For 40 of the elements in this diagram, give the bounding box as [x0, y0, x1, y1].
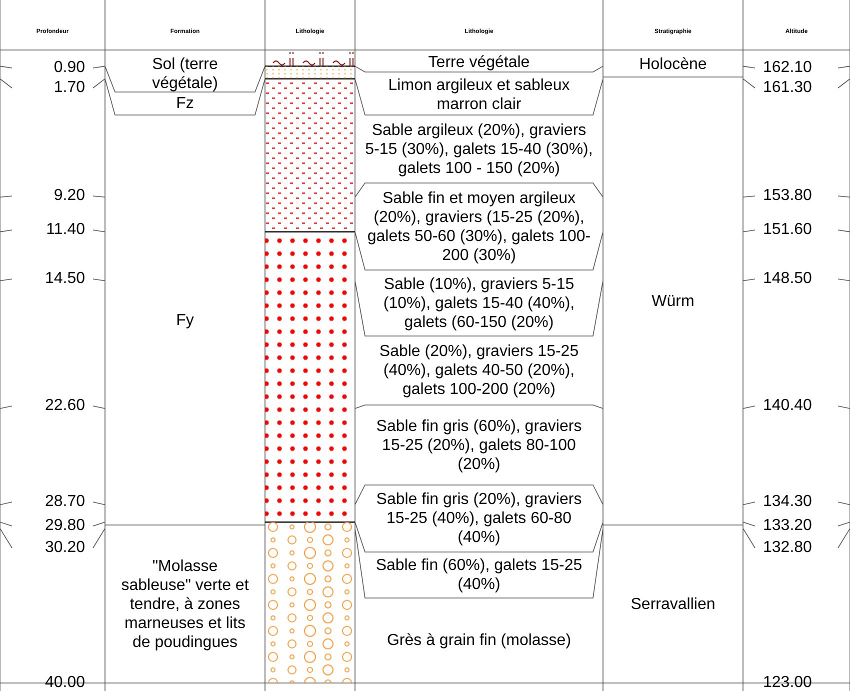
- altitude-value: 134.30: [763, 492, 812, 512]
- depth-value: 0.90: [54, 58, 85, 78]
- altitude-value: 151.60: [763, 220, 812, 240]
- silty-dash-pattern-band: [265, 78, 355, 232]
- lithology-description: Sable argileux (20%), graviers 5-15 (30%), galets 15-40 (30%), galets 100 - 150 (20%): [365, 120, 593, 178]
- lithology-description: Terre végétale: [428, 52, 530, 72]
- formation-text: "Molasse sableuse" verte et tendre, à zones marneuses et lits de poudingues: [120, 556, 250, 652]
- altitude-value: 162.10: [763, 58, 812, 78]
- depth-value: 9.20: [54, 186, 85, 206]
- depth-value: 1.70: [54, 78, 85, 98]
- lithology-description: Sable fin et moyen argileux (20%), graviers (15-25 (20%), galets 50-60 (30%), galets 100-200 (30%): [366, 188, 592, 264]
- altitude-value: 132.80: [763, 538, 812, 558]
- lithology-description: Sable fin gris (20%), graviers 15-25 (40%), galets 60-80 (40%): [375, 490, 583, 547]
- altitude-value: 140.40: [763, 396, 812, 416]
- stratigraphy-text: Holocène: [639, 55, 707, 74]
- altitude-value: 133.20: [763, 516, 812, 536]
- altitude-value: 161.30: [763, 78, 812, 98]
- altitude-value: 153.80: [763, 186, 812, 206]
- depth-value: 11.40: [46, 220, 85, 240]
- lithology-description: Sable (10%), graviers 5-15 (10%), galets 15-40 (40%), galets (60-150 (20%): [382, 274, 576, 332]
- depth-value: 40.00: [44, 673, 85, 691]
- depth-value: 28.70: [44, 492, 85, 512]
- lithology-description: Sable (20%), graviers 15-25 (40%), galets 40-50 (20%), galets 100-200 (20%): [378, 342, 580, 399]
- lithology-description: Sable fin (60%), galets 15-25 (40%): [374, 556, 584, 594]
- lithology-description: Limon argileux et sableux marron clair: [387, 76, 571, 114]
- formation-text: Sol (terre végétale): [151, 54, 219, 92]
- formation-text: Fz: [176, 94, 194, 113]
- stratigraphy-text: Serravallien: [630, 594, 716, 614]
- depth-value: 29.80: [44, 516, 85, 536]
- formation-text: Fy: [176, 310, 194, 330]
- lithology-description: Sable fin gris (60%), graviers 15-25 (20%), galets 80-100 (20%): [375, 416, 583, 474]
- depth-value: 22.60: [44, 396, 85, 416]
- lithology-description: Grès à grain fin (molasse): [386, 631, 572, 650]
- fine-dot-pattern-band: [265, 66, 355, 79]
- altitude-value: 123.00: [763, 673, 812, 691]
- depth-value: 30.20: [44, 538, 85, 558]
- stratigraphy-text: Würm: [652, 292, 694, 310]
- altitude-value: 148.50: [763, 269, 812, 289]
- depth-value: 14.50: [44, 269, 85, 289]
- sandstone-circle-pattern-band: [265, 522, 355, 683]
